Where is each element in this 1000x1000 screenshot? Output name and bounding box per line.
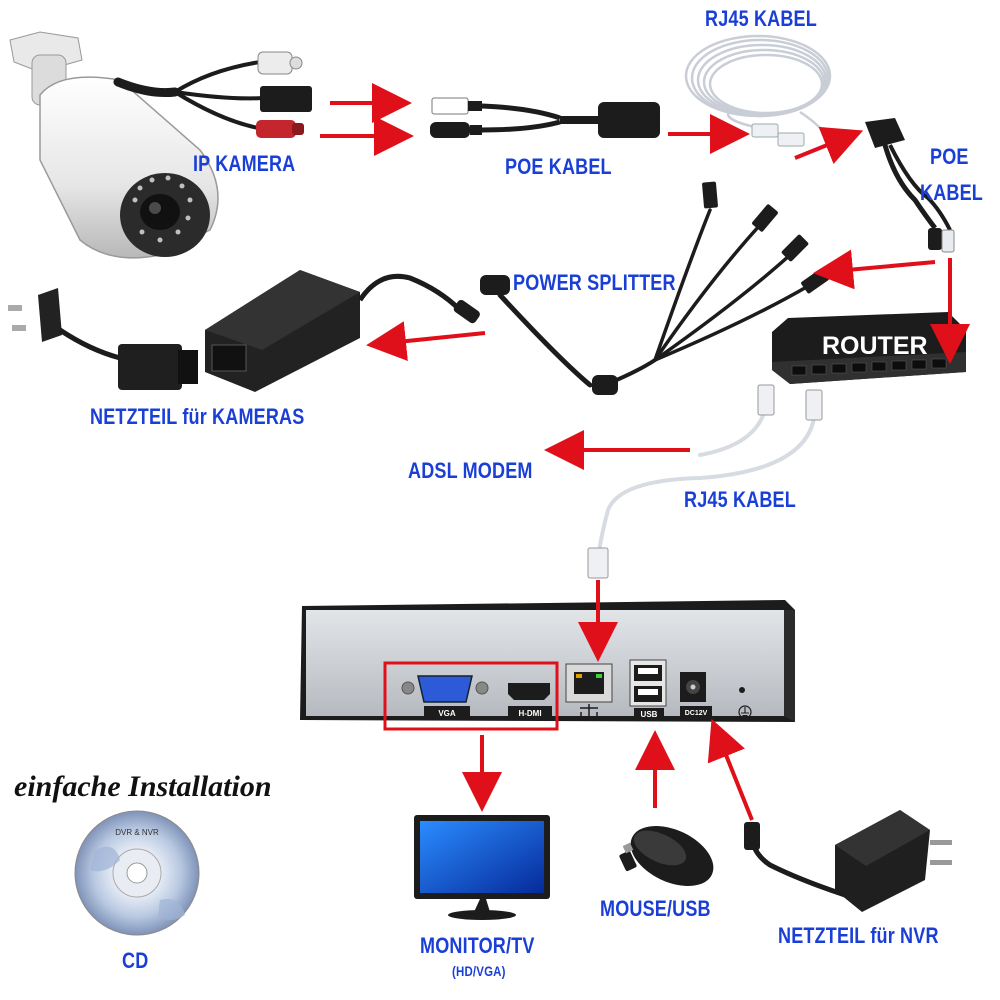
label-rj45-bottom: RJ45 KABEL [684,487,796,512]
usb-label: USB [641,710,658,719]
power-splitter [497,208,812,388]
camera-pigtail [113,60,264,130]
rj45-plugs-top [751,123,805,147]
hdmi-label: H-DMI [518,709,541,718]
mouse [619,825,714,887]
label-cd: CD [122,948,149,973]
dc-power-port: DC12V [680,672,712,717]
dc-label: DC12V [685,710,708,717]
label-poe-right-1: POE [930,144,969,169]
arrow-rj45-to-poe-right [794,126,864,165]
ground-icon [738,705,752,719]
label-monitor-sub: (HD/VGA) [452,963,506,979]
cd-disc-text: DVR & NVR [115,828,159,837]
rj45-plugs-bottom [587,384,823,579]
nvr-recorder: VGA H-DMI USB [300,600,795,731]
installation-cd: DVR & NVR [74,810,200,936]
label-power-supply-nvr: NETZTEIL für NVR [778,923,939,948]
rj45-cable-top [684,34,832,141]
camera-connectors [256,51,312,138]
label-poe-cable-center: POE KABEL [505,154,612,179]
camera-power-adapter [205,270,480,392]
lan-port [565,663,613,716]
arrow-adapter-to-dc [707,718,754,821]
router-label: ROUTER [822,332,928,360]
vga-label: VGA [438,709,456,718]
arrows [320,83,970,821]
label-adsl-modem: ADSL MODEM [408,458,533,483]
arrow-poe-to-splitter [813,249,936,290]
router: ROUTER [772,312,966,384]
vga-port: VGA [401,675,489,718]
rj45-cable-bottom [596,408,817,562]
label-ip-camera: IP KAMERA [193,151,296,176]
label-power-supply-cameras: NETZTEIL für KAMERAS [90,404,305,429]
splitter-plugs [480,181,829,395]
poe-cable-center [430,97,660,138]
ip-camera [9,31,219,259]
video-output-highlight [383,661,559,731]
reset-hole [739,687,745,693]
poe-cable-right [865,118,955,253]
usb-ports: USB [629,659,667,719]
hdmi-port: H-DMI [508,683,552,718]
label-easy-installation: einfache Installation [14,770,272,803]
label-poe-right-2: KABEL [920,180,983,205]
arrow-splitter-to-adapter [366,321,486,362]
nvr-power-adapter [744,810,952,912]
label-mouse: MOUSE/USB [600,896,711,921]
label-rj45-top: RJ45 KABEL [705,6,817,31]
power-plug-cord [8,288,198,390]
label-monitor: MONITOR/TV [420,933,535,958]
monitor [414,815,550,920]
label-power-splitter: POWER SPLITTER [513,270,676,295]
